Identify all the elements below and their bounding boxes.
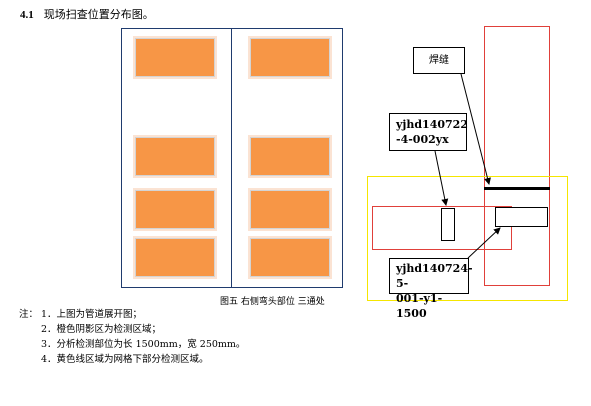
inspection-area-left-2 bbox=[135, 137, 215, 176]
inspection-area-left-3 bbox=[135, 190, 215, 229]
horizontal-pipe-zone bbox=[372, 206, 512, 250]
sample-label-top-line2: -4-002yx bbox=[396, 133, 449, 146]
sample-area-wide bbox=[495, 207, 548, 227]
pipe-development-panel bbox=[121, 28, 343, 288]
note-item: 3．分析检测部位为长 1500mm，宽 250mm。 bbox=[41, 339, 246, 350]
inspection-area-left-1 bbox=[135, 38, 215, 77]
section-number: 4.1 bbox=[20, 9, 34, 21]
note-item: 2．橙色阴影区为检测区域； bbox=[41, 324, 162, 335]
notes-block: 注：1．上图为管道展开图； 2．橙色阴影区为检测区域； 3．分析检测部位为长 1… bbox=[19, 307, 245, 367]
weld-line bbox=[484, 187, 550, 190]
inspection-area-right-1 bbox=[250, 38, 330, 77]
inspection-area-right-2 bbox=[250, 137, 330, 176]
section-title: 现场扫查位置分布图。 bbox=[43, 8, 154, 21]
note-item: 1．上图为管道展开图； bbox=[41, 309, 143, 320]
vertical-pipe-zone bbox=[484, 26, 550, 286]
sample-bottom-arrow bbox=[467, 227, 501, 259]
weld-arrow bbox=[460, 73, 491, 185]
weld-label-text: 焊缝 bbox=[429, 55, 449, 66]
sample-top-arrow bbox=[434, 150, 449, 206]
inspection-area-left-4 bbox=[135, 238, 215, 277]
grid-lower-inspection-zone bbox=[367, 176, 568, 301]
sample-area-small bbox=[441, 208, 455, 241]
inspection-area-right-3 bbox=[250, 190, 330, 229]
panel-divider bbox=[231, 28, 232, 288]
sample-label-bottom: yjhd140724-5- 001-y1-1500 bbox=[389, 258, 473, 320]
sample-label-top-line1: yjhd140722 bbox=[396, 118, 468, 131]
sample-label-top: yjhd140722 -4-002yx bbox=[389, 113, 468, 151]
section-heading: 4.1 现场扫查位置分布图。 bbox=[20, 6, 154, 22]
inspection-area-right-4 bbox=[250, 238, 330, 277]
weld-label: 焊缝 bbox=[413, 47, 465, 74]
sample-label-bottom-line1: yjhd140724-5- bbox=[396, 262, 473, 290]
sample-label-bottom-line2: 001-y1-1500 bbox=[396, 292, 443, 320]
figure-caption: 图五 右侧弯头部位 三通处 bbox=[220, 297, 325, 307]
note-item: 4．黄色线区域为网格下部分检测区域。 bbox=[41, 354, 209, 365]
notes-prefix: 注： bbox=[19, 309, 39, 320]
